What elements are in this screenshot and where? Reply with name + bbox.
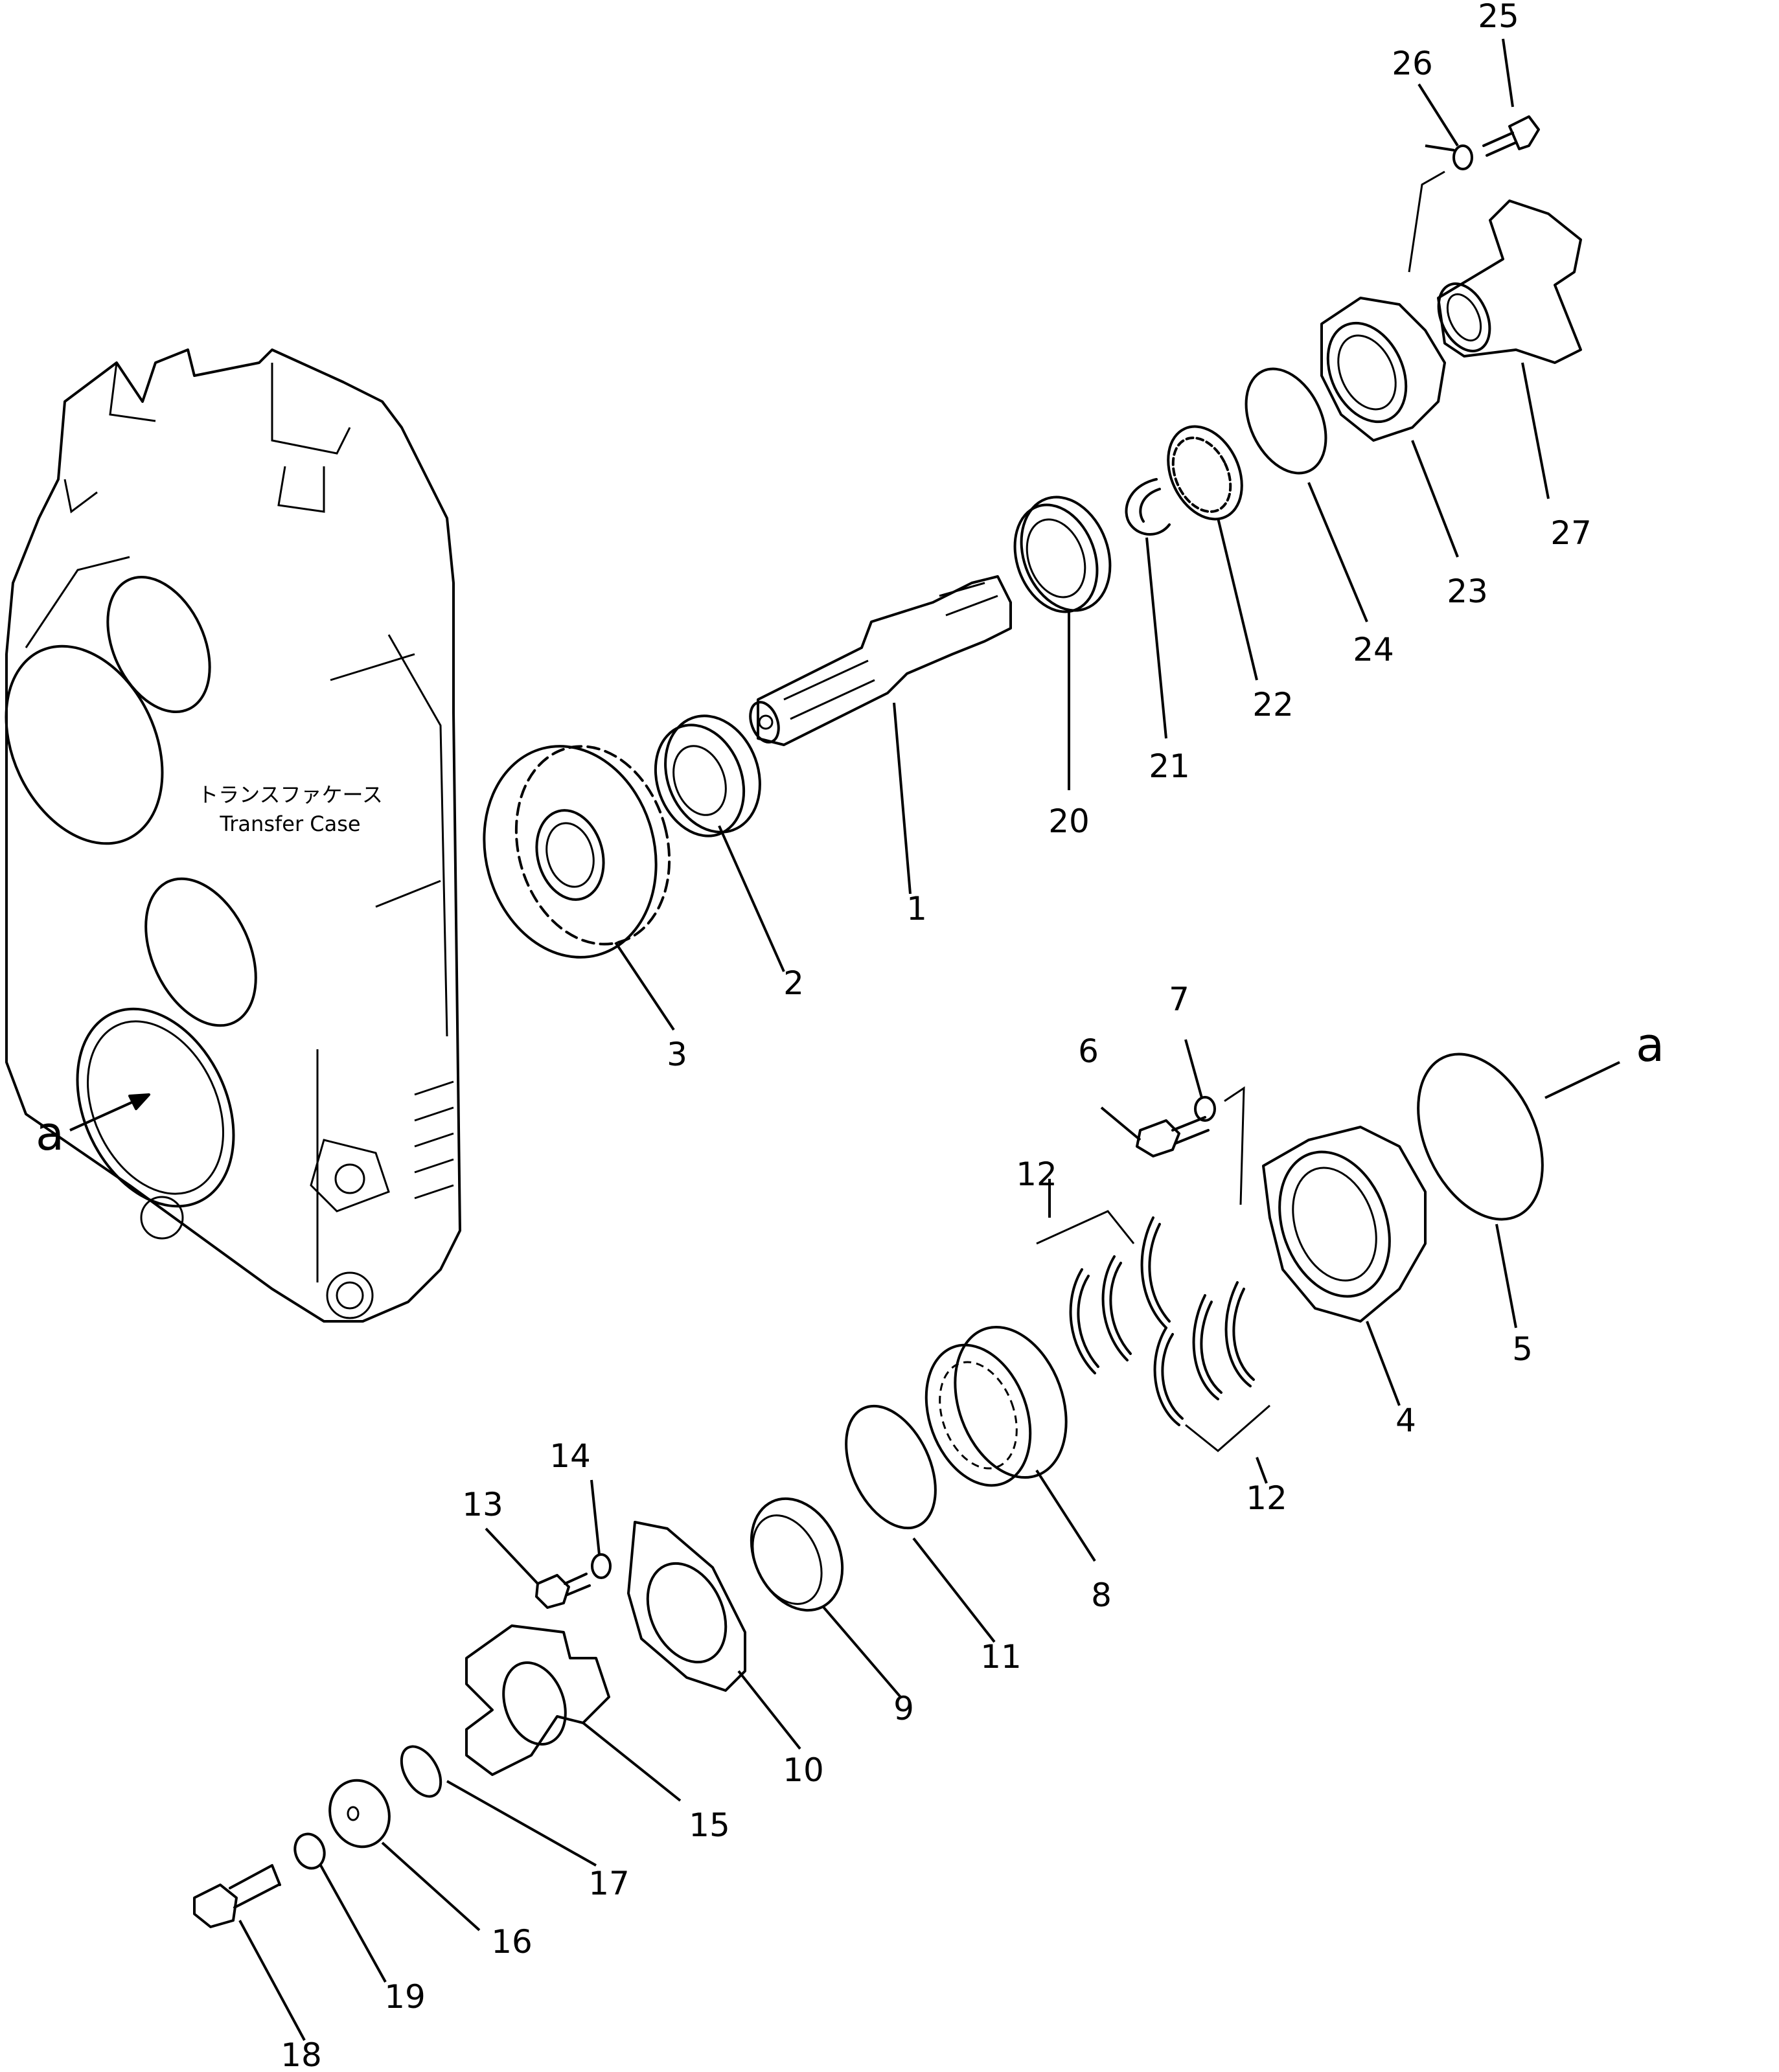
- callout-11: 11: [980, 1638, 1022, 1676]
- retainer-23: [1320, 297, 1446, 442]
- o-ring-5: [1417, 1053, 1544, 1221]
- washer-19: [293, 1832, 326, 1870]
- plate-16: [328, 1779, 391, 1849]
- housing-4: [1262, 1126, 1427, 1323]
- callout-26: 26: [1392, 45, 1433, 82]
- ref-arrow-right: [1544, 1061, 1620, 1099]
- callout-6: 6: [1078, 1032, 1099, 1070]
- callout-12-upper: 12: [1016, 1156, 1057, 1193]
- callout-19: 19: [384, 1978, 426, 2016]
- callout-8: 8: [1091, 1577, 1112, 1614]
- callout-27: 27: [1550, 514, 1592, 552]
- callout-10: 10: [783, 1751, 824, 1789]
- bolt-18: [193, 1864, 281, 1928]
- callout-4: 4: [1395, 1402, 1416, 1439]
- gear-3: [483, 745, 671, 959]
- callout-labels: 1 2 3 4 5 6 7 8 9 10 11 12 12 13 14 15 1…: [281, 0, 1592, 2072]
- bearing-22: [1167, 425, 1243, 521]
- callout-2: 2: [783, 964, 804, 1002]
- callout-22: 22: [1252, 686, 1294, 723]
- cover-10: [627, 1521, 746, 1692]
- transfer-case: トランスファケース Transfer Case a: [5, 348, 461, 1323]
- ref-letter-left: a: [36, 1106, 64, 1161]
- callout-18: 18: [281, 2036, 322, 2072]
- callout-24: 24: [1353, 631, 1394, 668]
- washer-7: [1194, 1096, 1216, 1122]
- bracket-25-26: [1408, 170, 1445, 273]
- callout-3: 3: [667, 1036, 687, 1073]
- bearing-8: [924, 1325, 1068, 1487]
- washer-14: [591, 1553, 612, 1579]
- callout-25: 25: [1478, 0, 1519, 35]
- callout-20: 20: [1048, 803, 1090, 840]
- bolt-6: [1136, 1116, 1210, 1157]
- o-ring-24: [1245, 367, 1327, 475]
- bracket-12-lower: [1185, 1404, 1270, 1452]
- leader-lines: [238, 38, 1550, 2041]
- callout-17: 17: [588, 1865, 630, 1902]
- callout-16: 16: [491, 1923, 533, 1961]
- case-label-japanese: トランスファケース: [198, 782, 383, 807]
- callout-12-lower: 12: [1246, 1479, 1287, 1517]
- callout-1: 1: [906, 890, 927, 928]
- callout-9: 9: [893, 1690, 914, 1727]
- bolt-13: [535, 1573, 591, 1609]
- yoke-15: [465, 1624, 610, 1776]
- snap-ring-21: [1125, 478, 1171, 536]
- callout-7: 7: [1169, 981, 1189, 1018]
- yoke-27: [1437, 199, 1582, 364]
- snap-rings-12: [1069, 1216, 1255, 1426]
- callout-14: 14: [549, 1437, 591, 1475]
- callout-23: 23: [1447, 573, 1488, 610]
- bracket-12-upper: [1036, 1210, 1135, 1245]
- o-ring-17: [400, 1745, 442, 1798]
- ref-letter-right: a: [1636, 1018, 1664, 1072]
- shaft-1: [749, 575, 1012, 746]
- callout-5: 5: [1512, 1330, 1533, 1368]
- bracket-6-7: [1224, 1086, 1245, 1205]
- bearing-20: [1013, 495, 1112, 613]
- seal-9: [750, 1497, 844, 1612]
- callout-21: 21: [1149, 747, 1190, 785]
- bolt-25: [1482, 115, 1540, 157]
- bearing-2: [654, 714, 761, 837]
- callout-13: 13: [462, 1486, 503, 1523]
- washer-26: [1452, 144, 1473, 170]
- callout-15: 15: [689, 1806, 730, 1844]
- o-ring-11: [845, 1404, 937, 1530]
- case-label-english: Transfer Case: [219, 812, 360, 836]
